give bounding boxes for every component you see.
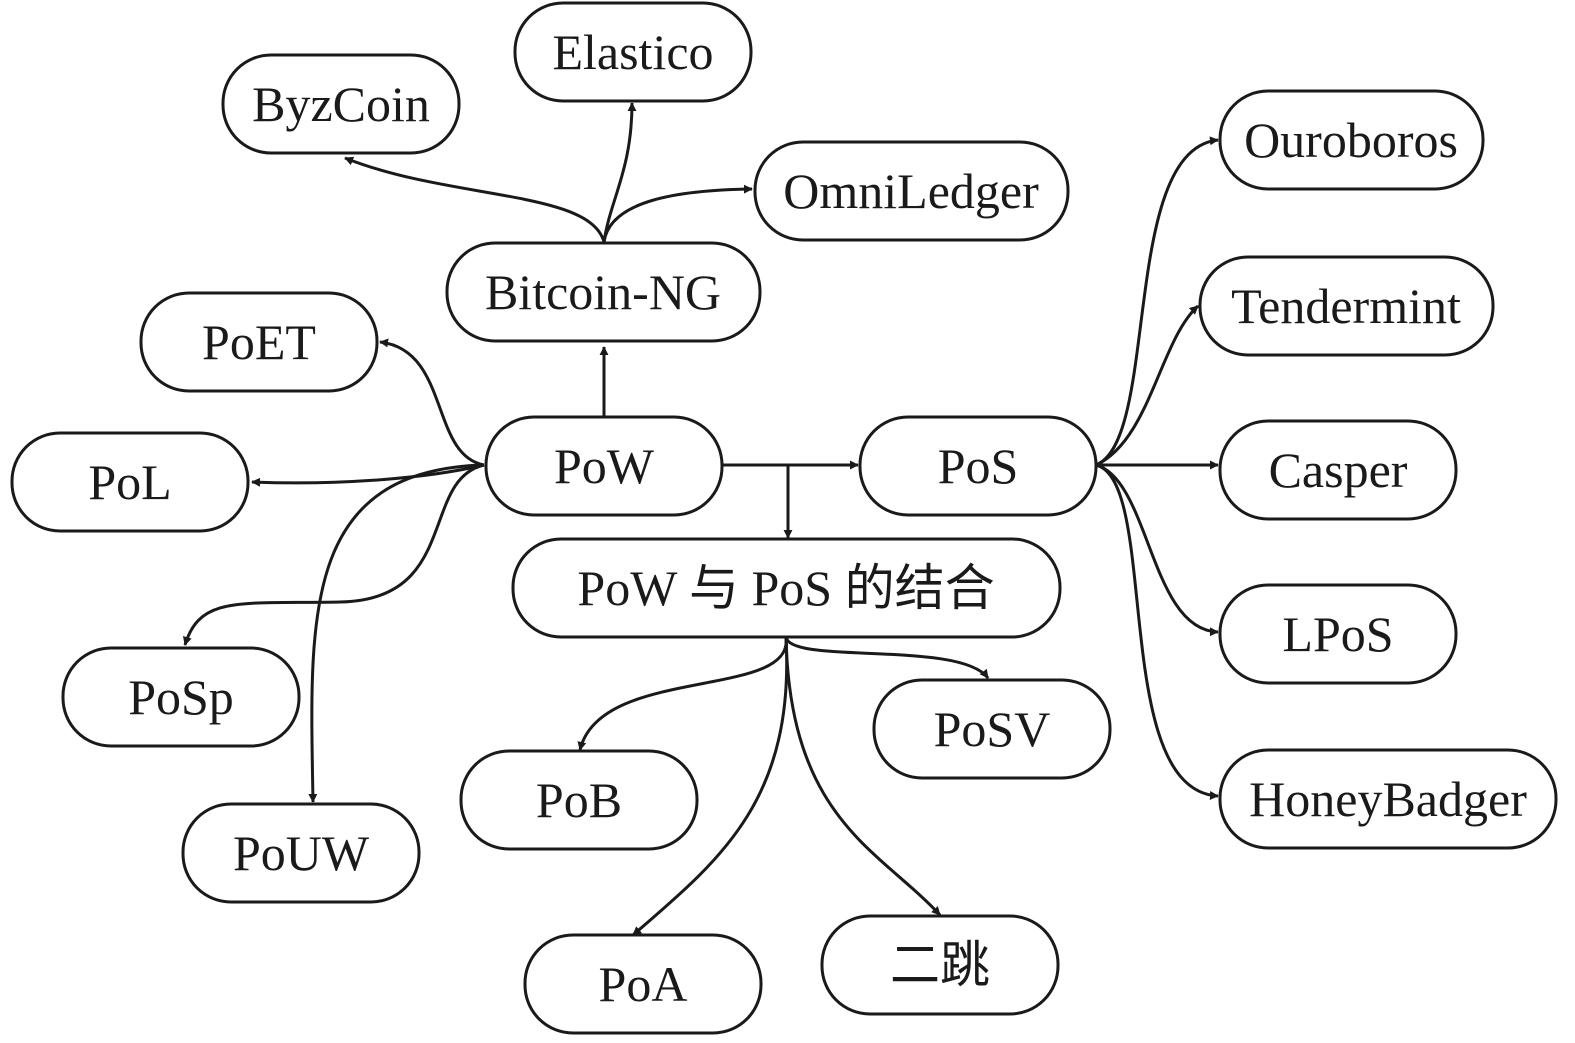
edge-pow-posp [183,463,485,646]
node-honeybadger: HoneyBadger [1218,748,1558,850]
edge-pow-poet [379,338,485,467]
node-byzcoin-label: ByzCoin [252,76,430,132]
edge-hybrid-erti [784,636,942,917]
node-erti: 二跳 [820,914,1060,1016]
node-elastico: Elastico [513,1,753,103]
node-tendermint-label: Tendermint [1231,278,1461,334]
edges [183,102,1219,937]
edge-bitcoin-ng-omniledger [602,184,753,243]
edge-pos-ouroboros [1095,136,1219,467]
node-posv-label: PoSV [934,701,1051,757]
node-lpos-label: LPoS [1282,606,1393,662]
edge-pos-honeybadger [1095,463,1219,801]
node-omniledger-label: OmniLedger [783,163,1039,219]
edge-bitcoin-ng-byzcoin [344,156,606,243]
node-honeybadger-label: HoneyBadger [1249,771,1527,827]
node-pow: PoW [484,415,724,517]
node-poa-label: PoA [599,956,688,1012]
node-posp: PoSp [61,646,301,748]
edge-pos-lpos [1095,463,1219,637]
node-pol: PoL [10,431,250,533]
node-erti-label: 二跳 [890,937,990,993]
node-pos-label: PoS [938,438,1019,494]
node-ouroboros: Ouroboros [1218,89,1485,191]
edge-hybrid-posv [784,636,990,679]
node-elastico-label: Elastico [552,24,713,80]
node-pow-label: PoW [554,438,655,494]
node-posv: PoSV [872,678,1112,780]
edge-pow-pouw [308,463,485,803]
node-hybrid-label: PoW 与 PoS 的结合 [577,560,994,616]
node-poet: PoET [139,291,379,393]
nodes: PoW PoS PoW 与 PoS 的结合 Bitcoin-NG ByzCoin… [10,1,1558,1035]
node-casper: Casper [1218,419,1458,521]
node-lpos: LPoS [1218,583,1458,685]
edge-hybrid-pob [577,636,788,751]
node-posp-label: PoSp [128,669,234,725]
edge-pos-tendermint [1095,304,1200,467]
node-pouw: PoUW [181,802,421,904]
node-hybrid: PoW 与 PoS 的结合 [511,537,1062,639]
node-byzcoin: ByzCoin [221,53,461,155]
node-pob: PoB [459,749,699,851]
edge-pow-pol [251,463,485,487]
edge-hybrid-poa [632,636,789,937]
node-omniledger: OmniLedger [753,140,1070,242]
node-pob-label: PoB [536,772,622,828]
node-tendermint: Tendermint [1198,255,1495,357]
node-poa: PoA [523,933,763,1035]
node-ouroboros-label: Ouroboros [1244,112,1458,168]
node-pos: PoS [858,415,1098,517]
node-casper-label: Casper [1269,442,1408,498]
node-pouw-label: PoUW [233,825,370,881]
edge-bitcoin-ng-elastico [602,102,637,243]
node-bitcoin-ng: Bitcoin-NG [445,241,762,343]
node-pol-label: PoL [88,454,171,510]
node-bitcoin-ng-label: Bitcoin-NG [485,264,721,320]
node-poet-label: PoET [202,314,316,370]
